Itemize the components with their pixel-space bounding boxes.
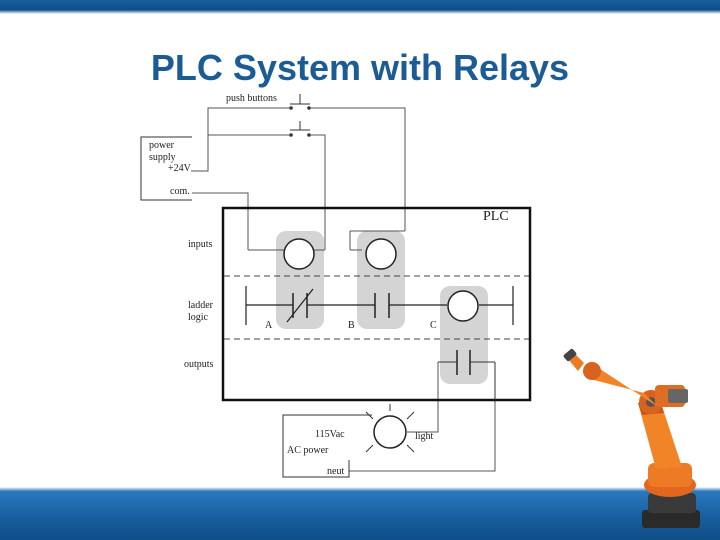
com-label: com. [170,186,190,197]
power-supply-box: power supply +24V com. [140,136,192,201]
input-a-circle [283,238,315,270]
slide-title: PLC System with Relays [150,47,570,88]
outputs-label: outputs [184,359,214,370]
contact-a-label: A [265,320,273,331]
plc-label: PLC [483,209,509,224]
ac-power-box: 115Vac AC power neut [282,414,372,478]
coil-c-circle [447,290,479,322]
ladder-rung [245,286,514,325]
light-bulb-icon [365,404,415,453]
industrial-robot-arm-icon [563,348,700,528]
light-label: light [415,431,434,442]
v24-label: +24V [168,163,192,174]
top-banner [0,0,720,14]
bottom-banner [0,487,720,540]
power-supply-label-1: power [149,140,175,151]
contact-b-normally-open [374,293,390,318]
contact-a-normally-closed [286,288,314,323]
push-buttons: push buttons [226,93,311,137]
coil-c-label: C [430,320,437,331]
neut-label: neut [327,466,344,477]
ac-voltage-label: 115Vac [315,429,345,440]
power-supply-label-2: supply [149,152,176,163]
ac-power-label: AC power [287,445,329,456]
inputs-label: inputs [188,239,213,250]
output-relay-contact [438,350,496,400]
push-buttons-label: push buttons [226,93,277,104]
plc-box [221,206,532,402]
input-b-circle [365,238,397,270]
contact-b-label: B [348,320,355,331]
ladder-label-1: ladder [188,300,214,311]
ladder-label-2: logic [188,312,209,323]
